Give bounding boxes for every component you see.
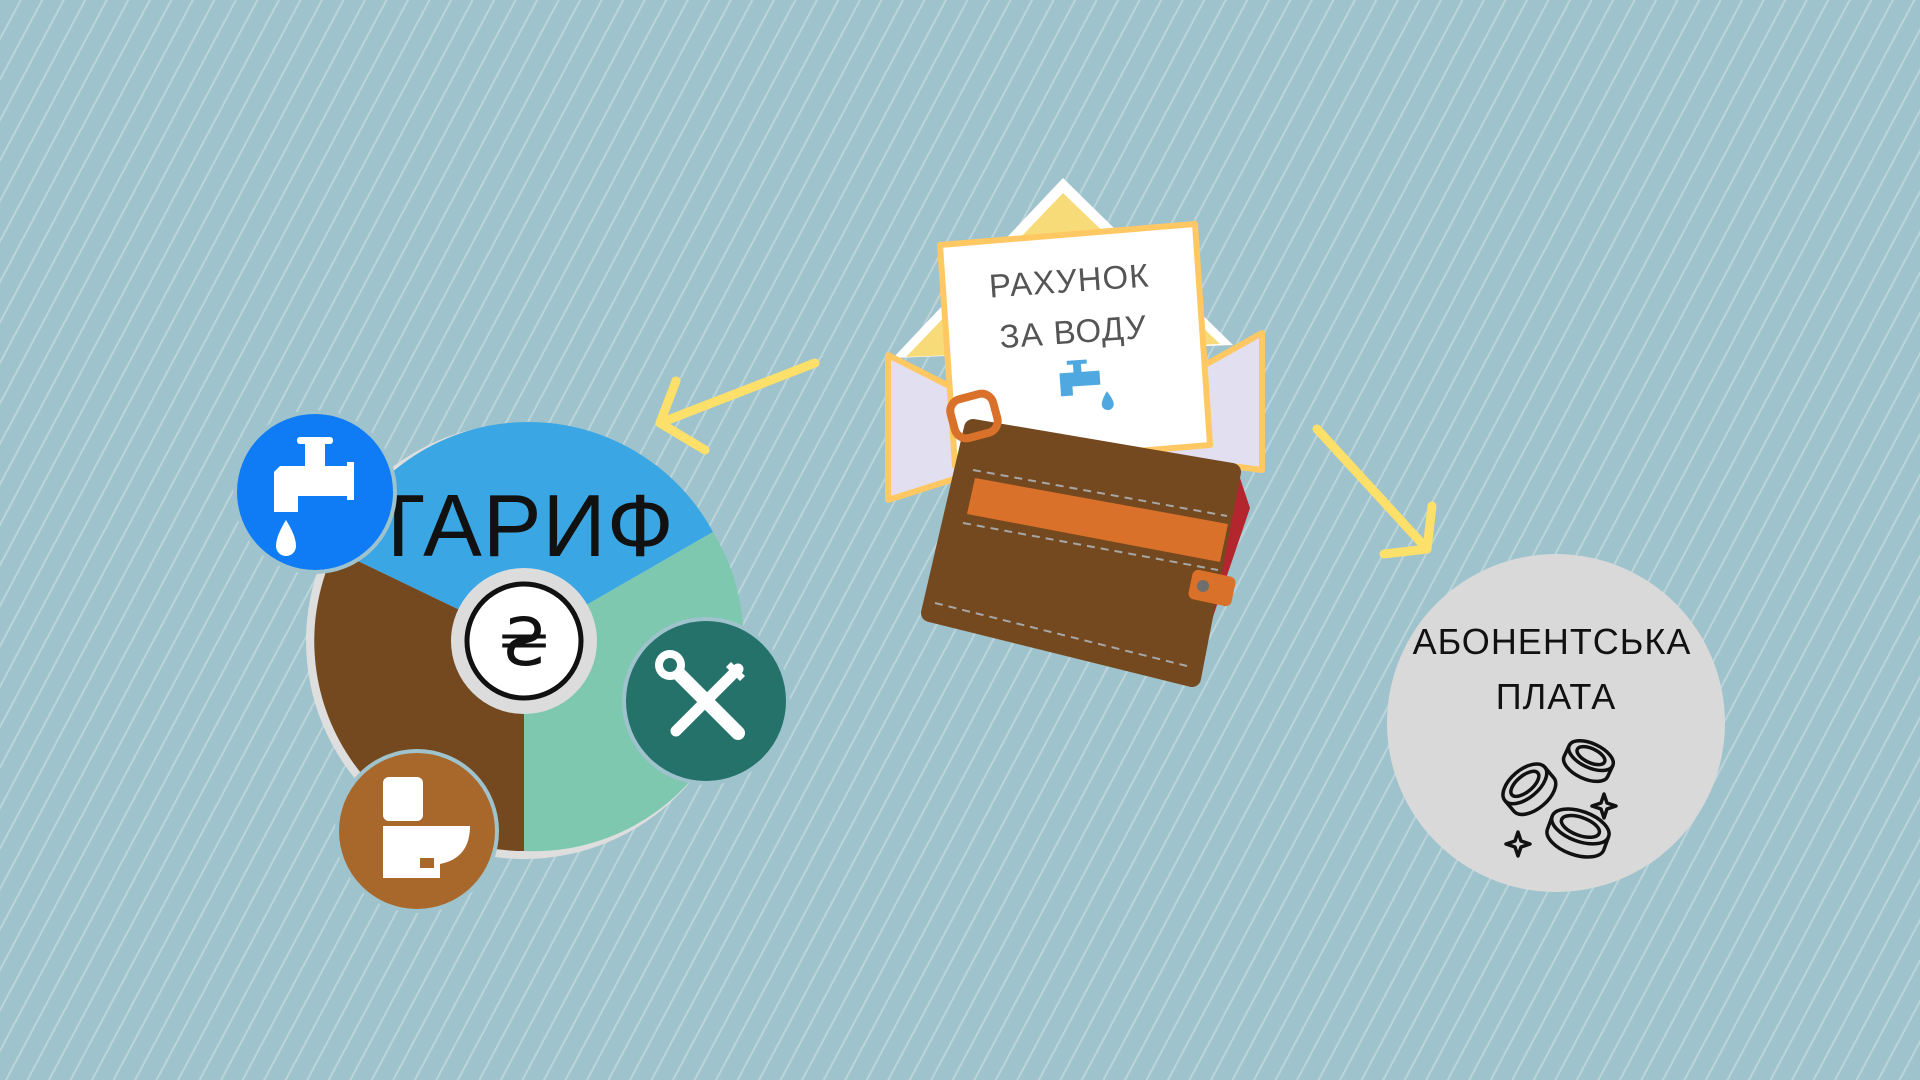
bill-faucet-icon (1059, 359, 1114, 411)
arrow-to-tariff (655, 358, 820, 455)
faucet-icon (233, 410, 397, 574)
coins-icon (1501, 739, 1618, 859)
bill-letter: РАХУНОК ЗА ВОДУ (937, 221, 1213, 469)
toilet-icon (335, 749, 499, 913)
fee-title-line1: АБОНЕНТСЬКА (1413, 621, 1692, 662)
currency-symbol: ₴ (498, 604, 549, 681)
bill-group: РАХУНОК ЗА ВОДУ (885, 178, 1265, 687)
arrow-to-fee (1312, 424, 1437, 559)
fee-title-line2: ПЛАТА (1496, 676, 1617, 717)
wallet-icon (921, 389, 1250, 687)
fee-group: АБОНЕНТСЬКА ПЛАТА (1387, 554, 1725, 892)
tariff-title: ТАРИФ (371, 476, 674, 575)
fee-circle (1387, 554, 1725, 892)
tariff-segment-water (335, 421, 713, 641)
tariff-group: ТАРИФ ₴ (233, 410, 790, 913)
hryvnia-coin-icon: ₴ (451, 568, 597, 714)
tools-icon (622, 617, 790, 785)
